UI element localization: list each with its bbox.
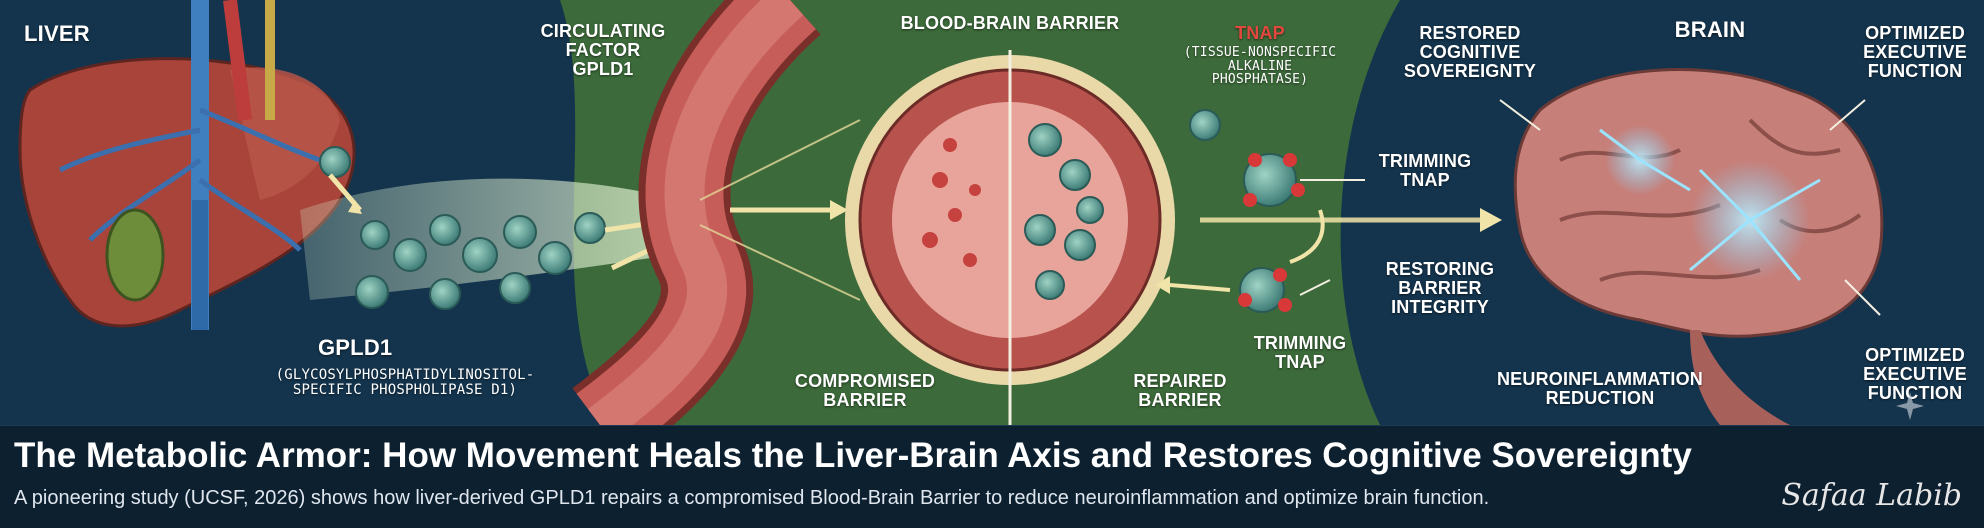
repaired-barrier-label: REPAIRED BARRIER xyxy=(1133,371,1227,410)
title-banner: The Metabolic Armor: How Movement Heals … xyxy=(0,392,1984,528)
trimming-tnap-label-2: TRIMMING TNAP xyxy=(1253,333,1347,372)
gpld1-label: GPLD1 xyxy=(318,335,393,360)
tnap-label: TNAP xyxy=(1235,23,1285,43)
tnap-full-name: (TISSUE-NONSPECIFIC ALKALINE PHOSPHATASE… xyxy=(1183,45,1337,88)
barrier-cross-section-illustration xyxy=(845,50,1175,425)
page-subtitle: A pioneering study (UCSF, 2026) shows ho… xyxy=(14,487,1490,509)
tnap-protein-icon xyxy=(1189,109,1305,313)
page-title: The Metabolic Armor: How Movement Heals … xyxy=(14,436,1692,475)
brain-label: BRAIN xyxy=(1674,17,1746,42)
trimming-tnap-label-1: TRIMMING TNAP xyxy=(1378,151,1472,190)
optimized-executive-bottom-label: OPTIMIZED EXECUTIVE FUNCTION xyxy=(1863,345,1967,403)
restoring-barrier-label: RESTORING BARRIER INTEGRITY xyxy=(1385,259,1495,317)
gpld1-full-name: (GLYCOSYLPHOSPHATIDYLINOSITOL- SPECIFIC … xyxy=(275,367,535,398)
brain-illustration xyxy=(1513,68,1884,425)
neuroinflammation-reduction-label: NEUROINFLAMMATION REDUCTION xyxy=(1496,369,1704,408)
blood-brain-barrier-label: BLOOD-BRAIN BARRIER xyxy=(900,13,1120,33)
compromised-barrier-label: COMPROMISED BARRIER xyxy=(794,371,936,410)
blood-vessel-illustration xyxy=(572,0,822,425)
diagram-artwork xyxy=(0,0,1984,425)
optimized-executive-top-label: OPTIMIZED EXECUTIVE FUNCTION xyxy=(1863,23,1967,81)
circulating-factor-label: CIRCULATING FACTOR GPLD1 xyxy=(540,21,666,79)
author-signature: Safaa Labib xyxy=(1781,478,1962,513)
liver-illustration xyxy=(18,0,356,330)
liver-label: LIVER xyxy=(24,21,90,46)
restored-cognitive-label: RESTORED COGNITIVE SOVEREIGNTY xyxy=(1403,23,1537,81)
sparkle-icon xyxy=(1896,392,1924,420)
compromised-gap-cells xyxy=(922,138,981,267)
